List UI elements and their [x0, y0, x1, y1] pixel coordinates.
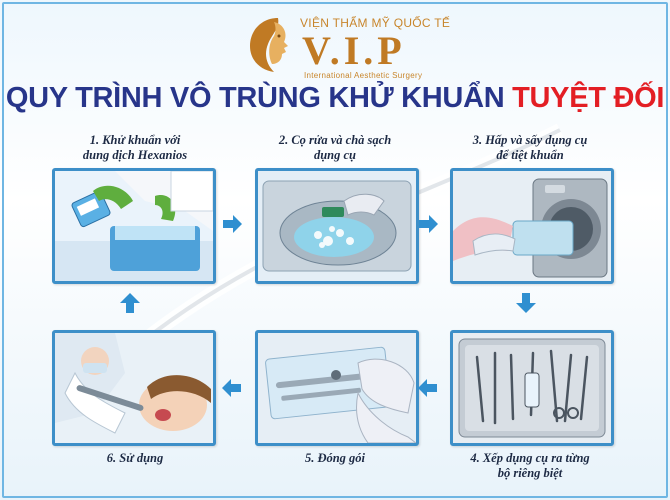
step-4-caption: 4. Xếp dụng cụ ra từng bộ riêng biệt — [445, 451, 615, 481]
step-2-illustration — [255, 168, 419, 284]
step-1-illustration — [52, 168, 216, 284]
brand-logo: VIỆN THẨM MỸ QUỐC TẾ V.I.P International… — [244, 14, 450, 80]
autoclave-icon — [453, 171, 611, 281]
page-title: QUY TRÌNH VÔ TRÙNG KHỬ KHUẨN TUYỆT ĐỐI — [0, 82, 670, 115]
step-1-caption: 1. Khử khuẩn với dung dịch Hexanios — [50, 133, 220, 163]
sterile-pouch-icon — [258, 333, 416, 443]
brand-sub-line: International Aesthetic Surgery — [304, 71, 423, 80]
disinfection-tub-icon — [55, 171, 213, 281]
flow-arrow-left-2 — [416, 376, 440, 400]
step-3-illustration — [450, 168, 614, 284]
step-3-caption: 3. Hấp và sấy dụng cụ để tiệt khuẩn — [445, 133, 615, 163]
step-4-title: 4. Xếp dụng cụ ra từng — [470, 451, 590, 465]
flow-arrow-right-2 — [416, 212, 440, 236]
step-2-caption: 2. Cọ rửa và chà sạch dụng cụ — [250, 133, 420, 163]
title-main: QUY TRÌNH VÔ TRÙNG KHỬ KHUẨN — [5, 82, 505, 114]
step-6-caption: 6. Sử dụng — [50, 451, 220, 466]
flow-arrow-left-1 — [220, 376, 244, 400]
step-1-title: 1. Khử khuẩn với — [89, 133, 181, 147]
arrow-left-icon — [418, 379, 437, 397]
step-6-title: 6. Sử dụng — [106, 451, 164, 465]
instrument-tray-icon — [453, 333, 611, 443]
step-1-subtitle: dung dịch Hexanios — [82, 148, 188, 162]
profile-face-icon — [250, 18, 288, 72]
step-3-subtitle: để tiệt khuẩn — [496, 148, 564, 162]
step-5-illustration — [255, 330, 419, 446]
arrow-down-icon — [516, 293, 536, 313]
arrow-left-icon — [222, 379, 241, 397]
arrow-right-icon — [223, 215, 242, 233]
brand-top-line: VIỆN THẨM MỸ QUỐC TẾ — [300, 16, 451, 30]
dental-treatment-icon — [55, 333, 213, 443]
flow-arrow-right-1 — [220, 212, 244, 236]
flow-arrow-up — [118, 291, 142, 315]
step-3-title: 3. Hấp và sấy dụng cụ — [472, 133, 588, 147]
step-4-subtitle: bộ riêng biệt — [497, 466, 563, 480]
step-5-caption: 5. Đóng gói — [250, 451, 420, 466]
arrow-right-icon — [419, 215, 438, 233]
step-2-title: 2. Cọ rửa và chà sạch — [278, 133, 392, 147]
step-5-title: 5. Đóng gói — [304, 451, 366, 465]
step-2-subtitle: dụng cụ — [313, 148, 357, 162]
scrubbing-basin-icon — [258, 171, 416, 281]
arrow-up-icon — [120, 293, 140, 313]
title-accent: TUYỆT ĐỐI — [512, 82, 665, 114]
brand-name: V.I.P — [302, 28, 406, 73]
step-6-illustration — [52, 330, 216, 446]
flow-arrow-down — [514, 291, 538, 315]
step-4-illustration — [450, 330, 614, 446]
